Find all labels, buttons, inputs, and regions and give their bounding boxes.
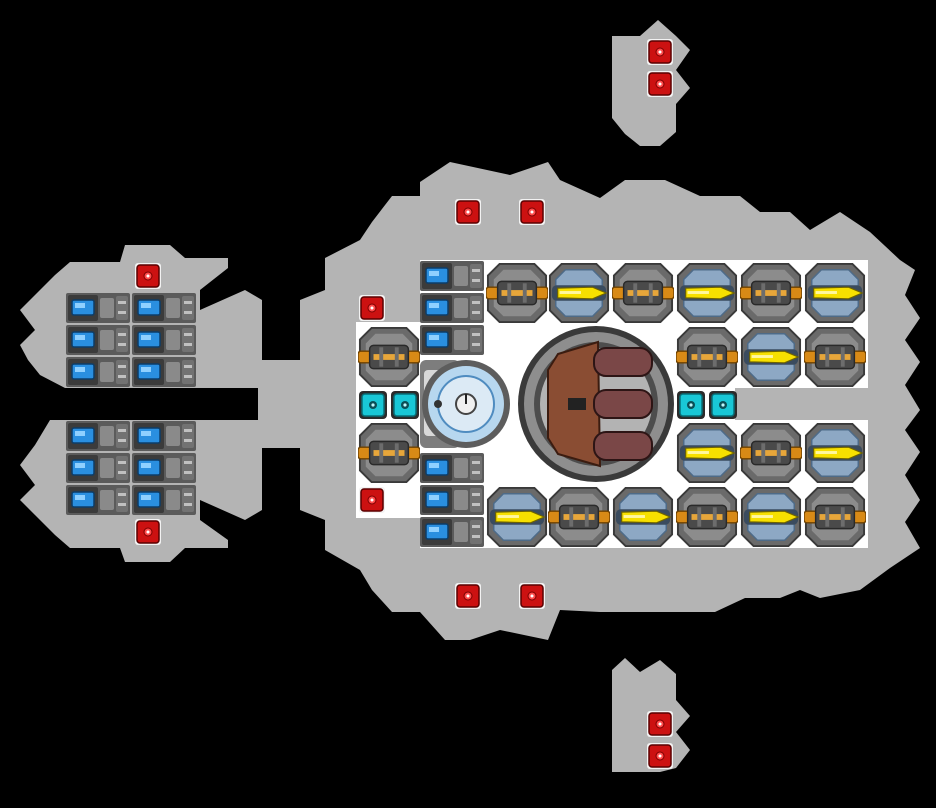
gold-cannon-turret-icon[interactable] [676, 486, 738, 548]
battery-cell-icon[interactable] [132, 452, 196, 484]
gold-cannon-turret-icon[interactable] [804, 326, 866, 388]
red-armor-block-icon[interactable] [134, 518, 162, 546]
yellow-missile-turret-icon[interactable] [804, 262, 866, 324]
battery-cell-icon[interactable] [66, 420, 130, 452]
yellow-missile-turret-icon[interactable] [612, 486, 674, 548]
red-armor-block-icon[interactable] [646, 70, 674, 98]
cyan-shield-icon[interactable] [358, 390, 388, 420]
battery-cell-icon[interactable] [66, 324, 130, 356]
bridge-dome-icon[interactable] [420, 360, 510, 448]
battery-cell-icon[interactable] [420, 292, 484, 324]
gold-cannon-turret-icon[interactable] [612, 262, 674, 324]
battery-cell-icon[interactable] [420, 452, 484, 484]
yellow-missile-turret-icon[interactable] [548, 262, 610, 324]
battery-cell-icon[interactable] [420, 260, 484, 292]
battery-cell-icon[interactable] [66, 292, 130, 324]
battery-cell-icon[interactable] [132, 356, 196, 388]
yellow-missile-turret-icon[interactable] [740, 486, 802, 548]
battery-cell-icon[interactable] [66, 484, 130, 516]
yellow-missile-turret-icon[interactable] [804, 422, 866, 484]
red-armor-block-icon[interactable] [454, 198, 482, 226]
battery-cell-icon[interactable] [420, 324, 484, 356]
gold-cannon-turret-icon[interactable] [548, 486, 610, 548]
gold-cannon-turret-icon[interactable] [486, 262, 548, 324]
red-armor-block-icon[interactable] [358, 294, 386, 322]
yellow-missile-turret-icon[interactable] [486, 486, 548, 548]
red-armor-block-icon[interactable] [646, 38, 674, 66]
gold-cannon-turret-icon[interactable] [740, 422, 802, 484]
cyan-shield-icon[interactable] [676, 390, 706, 420]
red-armor-block-icon[interactable] [454, 582, 482, 610]
red-armor-block-icon[interactable] [518, 198, 546, 226]
red-armor-block-icon[interactable] [358, 486, 386, 514]
battery-cell-icon[interactable] [66, 452, 130, 484]
gold-cannon-turret-icon[interactable] [804, 486, 866, 548]
battery-cell-icon[interactable] [132, 324, 196, 356]
cyan-shield-icon[interactable] [390, 390, 420, 420]
red-armor-block-icon[interactable] [518, 582, 546, 610]
yellow-missile-turret-icon[interactable] [740, 326, 802, 388]
battery-cell-icon[interactable] [132, 292, 196, 324]
yellow-missile-turret-icon[interactable] [676, 262, 738, 324]
red-armor-block-icon[interactable] [646, 710, 674, 738]
gold-cannon-turret-icon[interactable] [358, 422, 420, 484]
yellow-missile-turret-icon[interactable] [676, 422, 738, 484]
gold-cannon-turret-icon[interactable] [358, 326, 420, 388]
cyan-shield-icon[interactable] [708, 390, 738, 420]
gold-cannon-turret-icon[interactable] [740, 262, 802, 324]
red-armor-block-icon[interactable] [646, 742, 674, 770]
reactor-core-icon[interactable] [518, 326, 674, 482]
battery-cell-icon[interactable] [420, 516, 484, 548]
battery-cell-icon[interactable] [132, 484, 196, 516]
battery-cell-icon[interactable] [132, 420, 196, 452]
battery-cell-icon[interactable] [420, 484, 484, 516]
gold-cannon-turret-icon[interactable] [676, 326, 738, 388]
battery-cell-icon[interactable] [66, 356, 130, 388]
red-armor-block-icon[interactable] [134, 262, 162, 290]
